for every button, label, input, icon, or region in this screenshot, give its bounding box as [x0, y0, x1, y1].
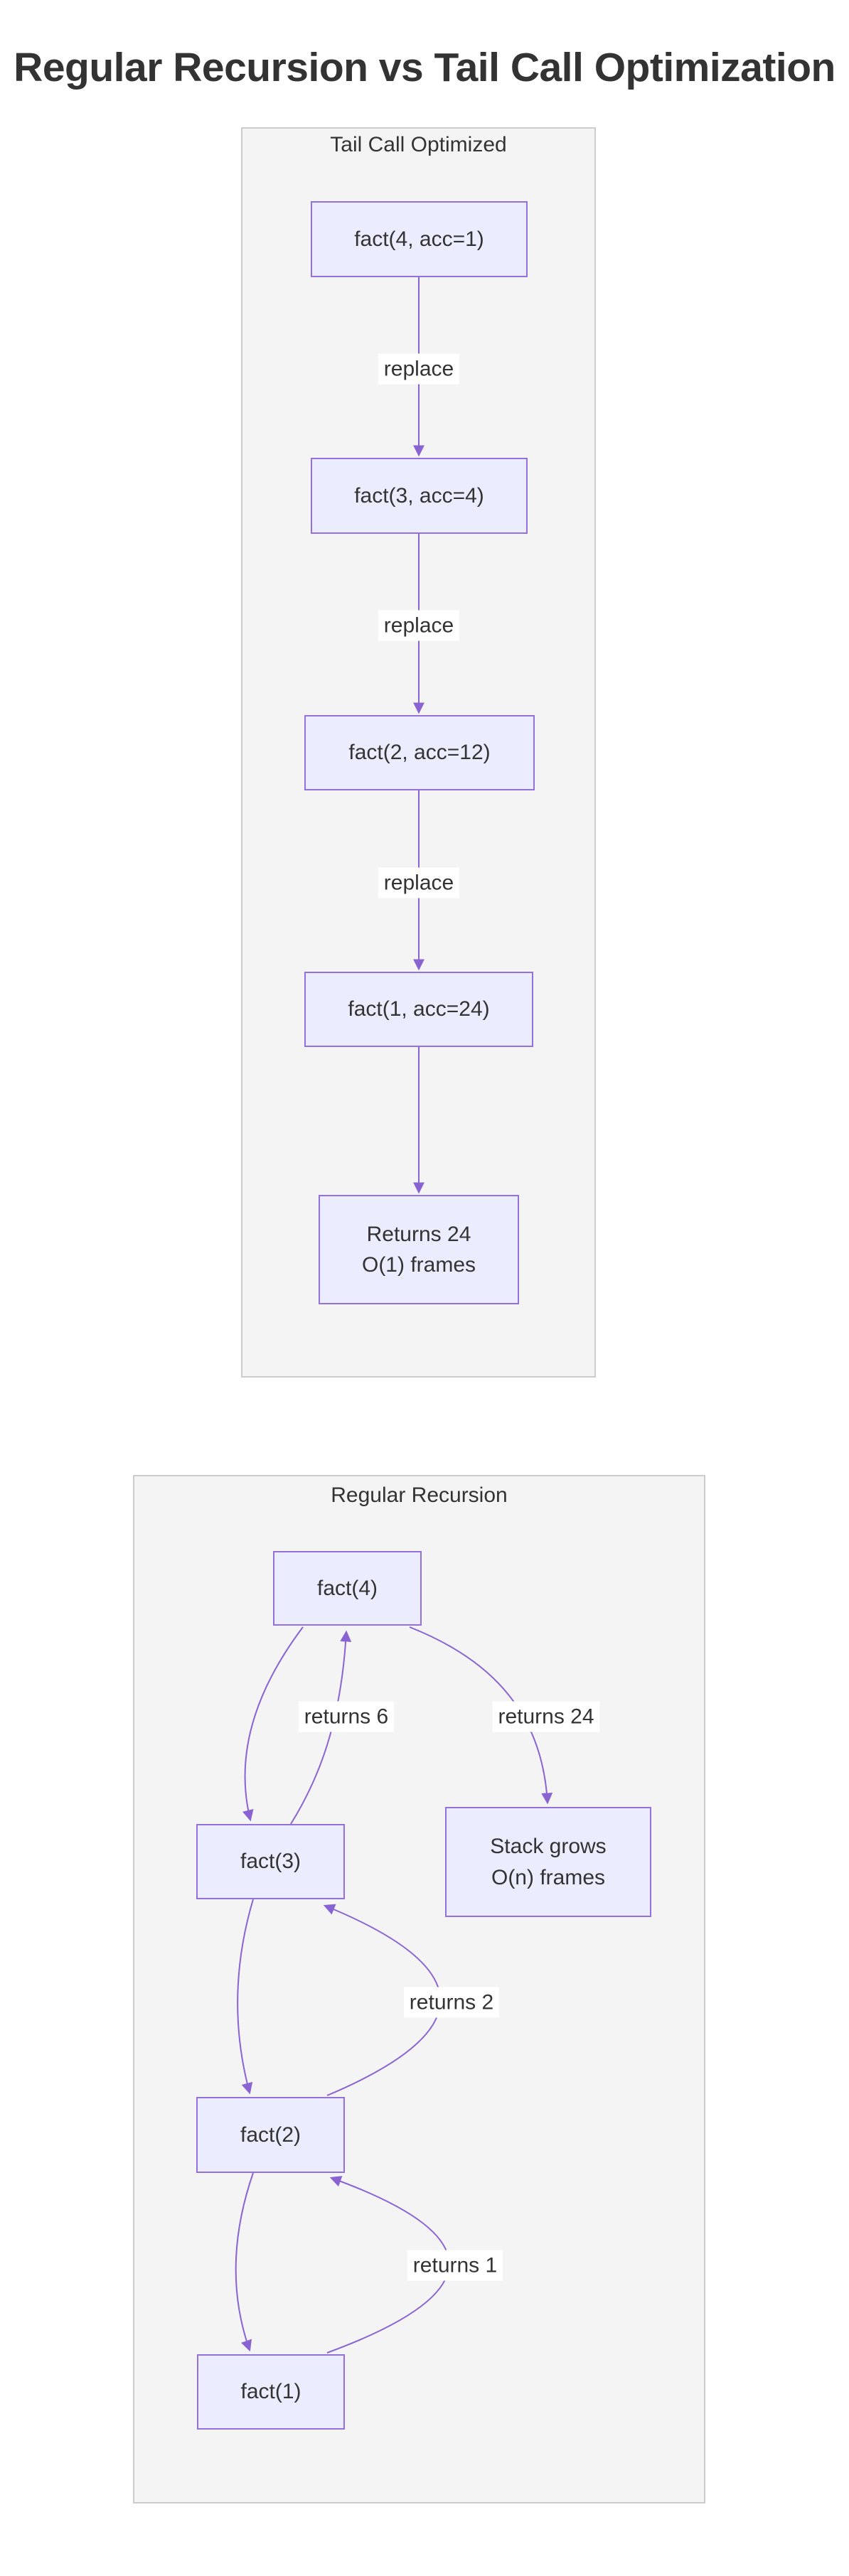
- node-returns24-line1: Returns 24: [366, 1222, 471, 1246]
- node-stack-grows-line2: O(n) frames: [491, 1865, 606, 1889]
- node-fact1: fact(1): [197, 2354, 345, 2430]
- node-stack-grows-line1: Stack grows: [490, 1835, 607, 1858]
- edge-label-returns-1: returns 1: [407, 2250, 503, 2281]
- subgraph-tail-call-optimized-label: Tail Call Optimized: [330, 133, 507, 156]
- edge-label-returns-2: returns 2: [403, 1987, 500, 2018]
- node-fact4: fact(4): [273, 1551, 422, 1626]
- node-stack-grows-on-frames: Stack grows O(n) frames: [445, 1807, 651, 1917]
- edge-label-replace-1: replace: [378, 353, 460, 385]
- node-fact4-acc1: fact(4, acc=1): [311, 201, 528, 277]
- page-title: Regular Recursion vs Tail Call Optimizat…: [14, 45, 835, 90]
- edge-label-replace-3: replace: [378, 867, 460, 898]
- node-fact3: fact(3): [196, 1824, 345, 1899]
- node-fact2-acc12: fact(2, acc=12): [304, 715, 535, 790]
- node-fact1-acc24: fact(1, acc=24): [304, 972, 533, 1047]
- edge-label-replace-2: replace: [378, 610, 460, 641]
- subgraph-regular-recursion-label: Regular Recursion: [331, 1483, 508, 1507]
- node-fact2: fact(2): [196, 2097, 345, 2173]
- edge-label-returns-6: returns 6: [298, 1701, 395, 1732]
- node-returns24-line2: O(1) frames: [361, 1253, 476, 1277]
- edge-label-returns-24: returns 24: [492, 1701, 600, 1732]
- node-returns24-o1-frames: Returns 24 O(1) frames: [319, 1195, 519, 1304]
- node-fact3-acc4: fact(3, acc=4): [311, 458, 528, 534]
